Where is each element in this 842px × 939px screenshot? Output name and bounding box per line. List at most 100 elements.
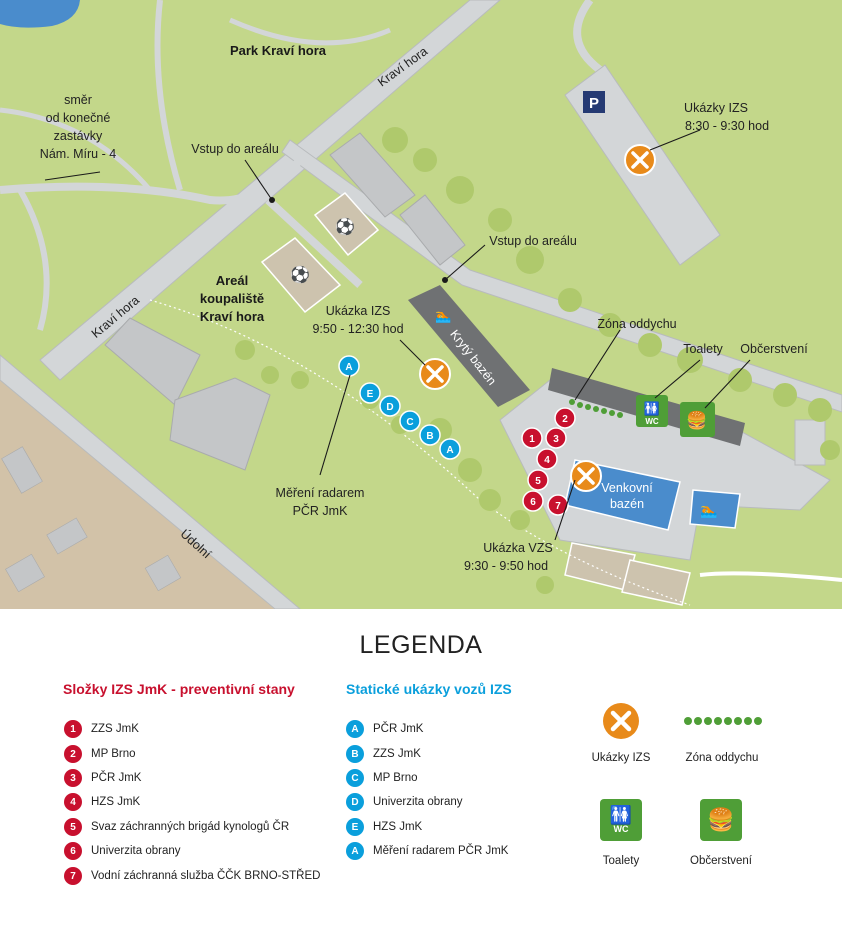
town-building: [46, 517, 88, 555]
football-icon: ⚽: [334, 217, 355, 236]
ukazka-izs-center-1: Ukázka IZS: [326, 304, 391, 318]
ukazka-izs-marker-top[interactable]: [624, 144, 656, 176]
football-icon: ⚽: [289, 265, 310, 284]
red-pin-5[interactable]: [527, 469, 549, 491]
areal-label-2: koupaliště: [200, 291, 264, 306]
blue-pin-label: D: [386, 402, 393, 413]
blue-pin-label: A: [446, 445, 453, 456]
blue-pin-label: C: [406, 417, 413, 428]
red-pin-6[interactable]: [522, 490, 544, 512]
sports-court: [260, 237, 342, 314]
ukazka-izs-marker-center[interactable]: [419, 358, 451, 390]
town-building: [5, 553, 45, 593]
direction-label-4: Nám. Míru - 4: [40, 147, 116, 161]
swimmer-icon: 🏊: [435, 308, 451, 323]
parking-letter: P: [589, 95, 599, 112]
obcerstveni-icon: [680, 402, 715, 437]
red-pin-1[interactable]: [521, 427, 543, 449]
red-pin-6-label: 6: [530, 497, 536, 508]
mereni-label-1: Měření radarem: [276, 486, 365, 500]
direction-label-3: zastávky: [54, 129, 103, 143]
kryty-bazen-building: [408, 285, 530, 407]
blue-pin-label: E: [367, 389, 374, 400]
areal-label-1: Areál: [216, 273, 249, 288]
building: [104, 317, 201, 406]
vstup-label-2: Vstup do areálu: [489, 234, 577, 248]
direction-label-2: od konečné: [46, 111, 111, 125]
red-pin-7[interactable]: [547, 494, 569, 516]
legend-obcerstveni: 🍔 Občerstvení: [680, 799, 762, 867]
swimmer-icon: 🏊: [700, 502, 717, 519]
ukazky-x-icon: [603, 703, 639, 739]
sports-court: [621, 559, 691, 606]
lake: [0, 0, 80, 28]
venkovni-bazen-label-1: Venkovní: [601, 481, 653, 495]
ukazky-izs-top-2: 8:30 - 9:30 hod: [685, 119, 769, 133]
park-path: [17, 188, 50, 331]
zona-oddychu-label: Zóna oddychu: [597, 317, 676, 331]
legend-toalety: 🚻 WC Toalety: [580, 799, 662, 867]
building: [169, 377, 271, 471]
fence-line: [479, 499, 691, 606]
park-path: [573, 0, 603, 74]
mereni-label-2: PČR JmK: [293, 503, 349, 518]
legend-ukazky: Ukázky IZS: [580, 701, 662, 764]
blue-pin-label: A: [345, 362, 352, 373]
map: P ⚽ ⚽ 🏊 Krytý bazén Venkovní bazén 🏊: [0, 0, 842, 609]
wc-icon: 🚻 WC: [600, 799, 642, 841]
blue-pin-b[interactable]: [419, 424, 441, 446]
park-path: [228, 17, 391, 46]
ukazka-izs-center-2: 9:50 - 12:30 hod: [312, 322, 403, 336]
blue-pin-a-radar[interactable]: [338, 355, 360, 377]
red-pin-4-label: 4: [544, 455, 550, 466]
blue-pin-a[interactable]: [439, 438, 461, 460]
blue-pin-c[interactable]: [399, 410, 421, 432]
park-path: [154, 0, 183, 191]
red-pins: 1 2 3 4 5 6 7: [521, 407, 576, 516]
red-pin-4[interactable]: [536, 448, 558, 470]
obcerstveni-label: Občerstvení: [740, 342, 808, 356]
red-pin-2[interactable]: [554, 407, 576, 429]
ukazka-vzs-marker[interactable]: [570, 460, 602, 492]
entrance-dot: [442, 277, 448, 283]
blue-pin-label: B: [426, 431, 433, 442]
leader-lines: [44, 129, 751, 541]
ukazka-vzs-label-1: Ukázka VZS: [483, 541, 552, 555]
red-pin-3[interactable]: [545, 427, 567, 449]
areal-label-3: Kraví hora: [200, 309, 265, 324]
venkovni-bazen-label-2: bazén: [610, 497, 644, 511]
legend-col1-header: Složky IZS JmK - preventivní stany: [63, 681, 295, 697]
park-path: [0, 157, 303, 205]
blue-pins: A E D C B A: [338, 355, 461, 460]
town-building: [1, 446, 43, 494]
town-building: [144, 554, 182, 592]
sports-court: [313, 191, 380, 257]
direction-label-1: směr: [64, 93, 92, 107]
legend-zona: Zóna oddychu: [676, 709, 768, 764]
road-udolni: [0, 354, 301, 609]
red-pin-5-label: 5: [535, 476, 541, 487]
toalety-label: Toalety: [683, 342, 723, 356]
food-icon: 🍔: [700, 799, 742, 841]
park-path: [0, 107, 152, 192]
toalety-figures: 🚻: [644, 401, 660, 416]
entrance-dot: [269, 197, 275, 203]
small-pool: [689, 489, 741, 529]
zona-dots-icon: [684, 717, 762, 725]
red-pin-7-label: 7: [555, 501, 561, 512]
blue-pin-d[interactable]: [379, 395, 401, 417]
blue-pin-e[interactable]: [359, 382, 381, 404]
trees: [235, 127, 840, 594]
food-glyph: 🍔: [686, 410, 707, 430]
